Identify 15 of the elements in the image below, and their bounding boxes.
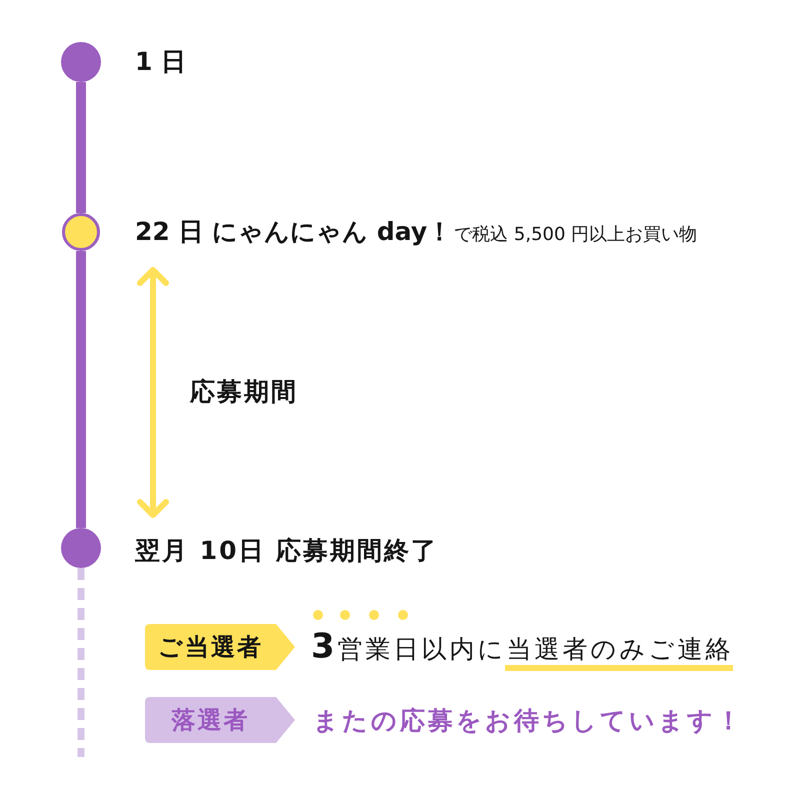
timeline-line xyxy=(76,251,86,528)
message-text: またの応募をお待ちしています！ xyxy=(313,706,744,736)
condition-note: で税込 5,500 円以上お買い物 xyxy=(454,224,698,246)
arrow-tag: 落選者 xyxy=(145,697,295,743)
timeline-dot xyxy=(61,528,101,568)
period-label: 応募期間 xyxy=(190,377,298,407)
timeline-dot xyxy=(61,42,101,82)
timeline-line xyxy=(76,82,86,213)
message-text: 3営業日以内に当選者のみご連絡 xyxy=(311,632,734,664)
dashed-line xyxy=(78,568,84,757)
event-label: 22 日 にゃんにゃん day！ xyxy=(135,217,452,247)
arrow-tag: ご当選者 xyxy=(145,624,295,670)
timeline-dot xyxy=(62,213,100,251)
date-label: 翌月 10日 応募期間終了 xyxy=(135,536,438,566)
date-label: 1 日 xyxy=(135,47,186,77)
